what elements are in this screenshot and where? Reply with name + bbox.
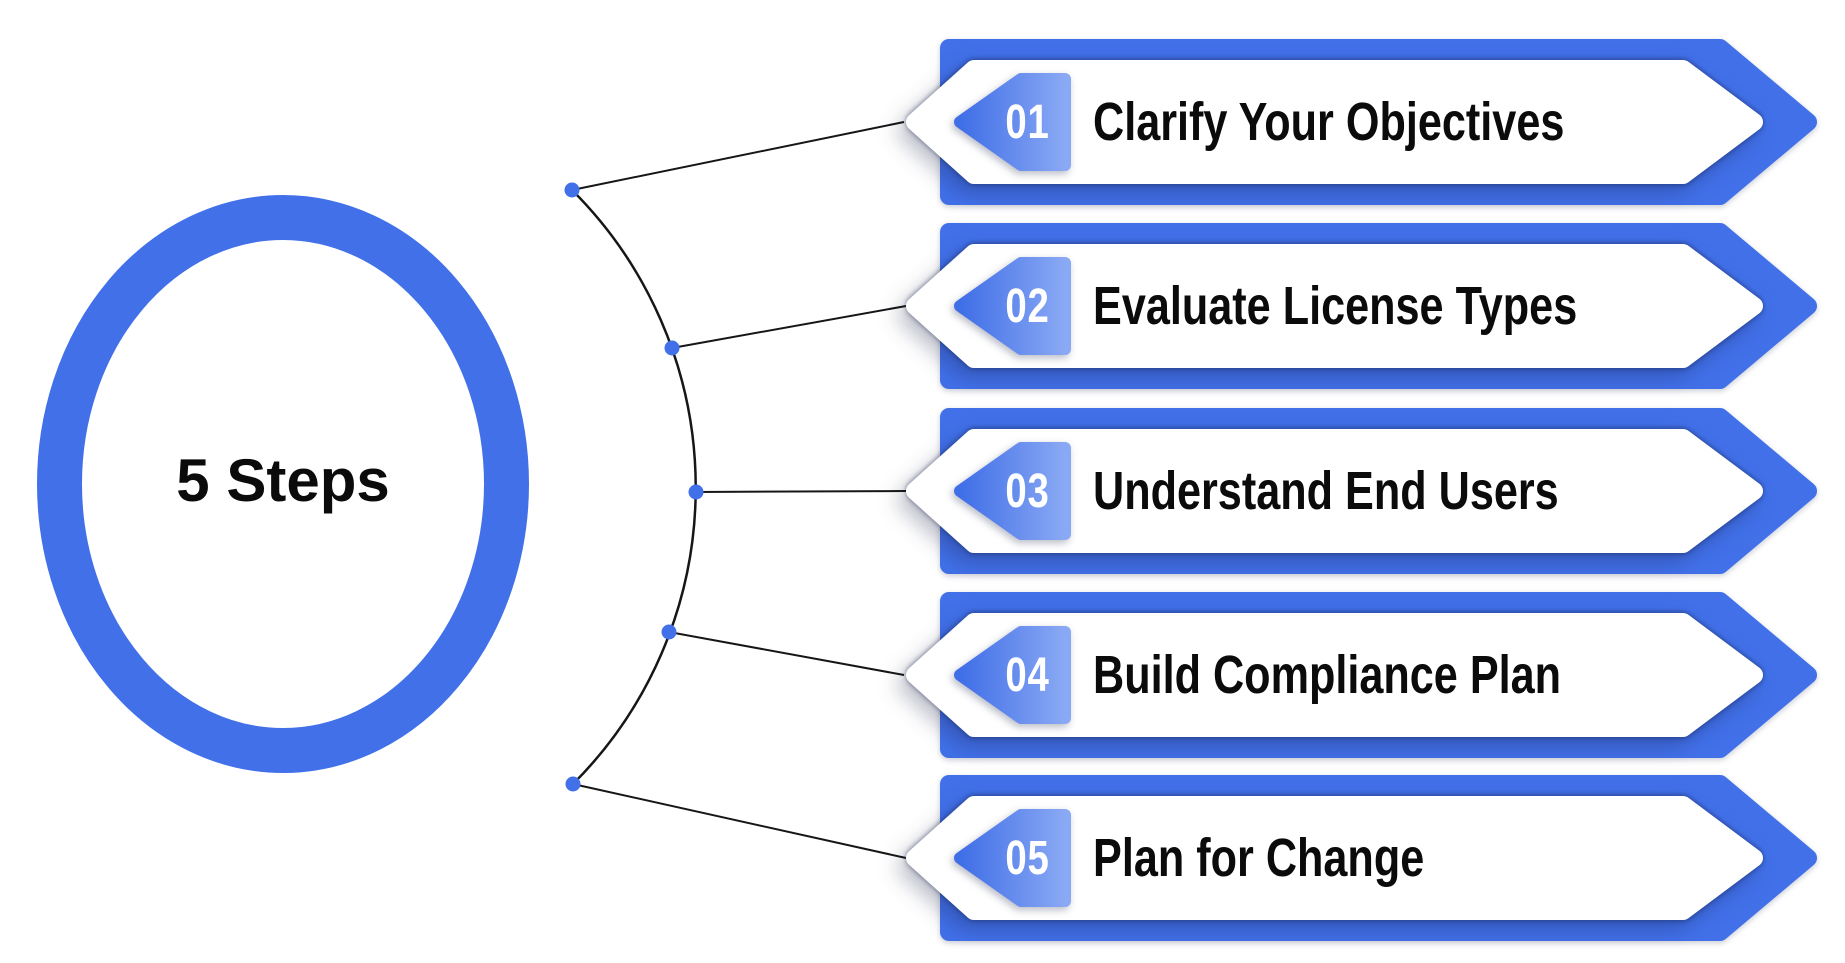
step-banner-1: 01 Clarify Your Objectives xyxy=(885,27,1835,217)
arrow-inner-shape xyxy=(906,796,1763,920)
step-number: 04 xyxy=(1005,648,1050,702)
step-label: Understand End Users xyxy=(1093,461,1559,521)
connector-line-4 xyxy=(668,631,905,676)
connector-line-5 xyxy=(572,783,907,859)
step-label: Clarify Your Objectives xyxy=(1093,92,1565,152)
connector-dot-3 xyxy=(688,484,704,500)
number-badge xyxy=(954,442,1071,540)
diagram-title: 5 Steps xyxy=(176,446,390,514)
step-banner-5-shape xyxy=(906,775,1817,941)
step-number: 02 xyxy=(1005,279,1050,333)
connector-dot-5 xyxy=(565,776,581,792)
step-label: Evaluate License Types xyxy=(1093,276,1578,336)
number-badge xyxy=(954,809,1071,907)
connector-dot-2 xyxy=(664,340,680,356)
number-badge xyxy=(954,73,1071,171)
arrow-inner-shape xyxy=(906,244,1763,368)
step-banner-1-shape xyxy=(906,39,1817,205)
step-banner-3-shape xyxy=(906,408,1817,574)
step-banner-4: 04 Build Compliance Plan xyxy=(885,580,1835,770)
connector-dot-1 xyxy=(564,182,580,198)
arrow-inner-shape xyxy=(906,613,1763,737)
arrow-inner-shape xyxy=(906,60,1763,184)
arrow-inner-shape xyxy=(906,429,1763,553)
step-number: 03 xyxy=(1005,464,1050,518)
number-badge xyxy=(954,257,1071,355)
number-badge xyxy=(954,626,1071,724)
step-banner-2: 02 Evaluate License Types xyxy=(885,211,1835,401)
step-banner-2-shape xyxy=(906,223,1817,389)
step-label: Build Compliance Plan xyxy=(1093,645,1562,705)
step-banner-5: 05 Plan for Change xyxy=(885,763,1835,953)
connector-arc xyxy=(571,189,697,785)
steps-ring xyxy=(37,195,529,773)
connector-line-2 xyxy=(671,305,907,349)
connector-line-3 xyxy=(695,490,907,493)
step-banner-4-shape xyxy=(906,592,1817,758)
step-number: 01 xyxy=(1005,95,1050,149)
step-label: Plan for Change xyxy=(1093,828,1425,888)
step-number: 05 xyxy=(1005,831,1050,885)
connector-line-1 xyxy=(571,121,905,191)
step-banner-3: 03 Understand End Users xyxy=(885,396,1835,586)
connector-dot-4 xyxy=(661,624,677,640)
